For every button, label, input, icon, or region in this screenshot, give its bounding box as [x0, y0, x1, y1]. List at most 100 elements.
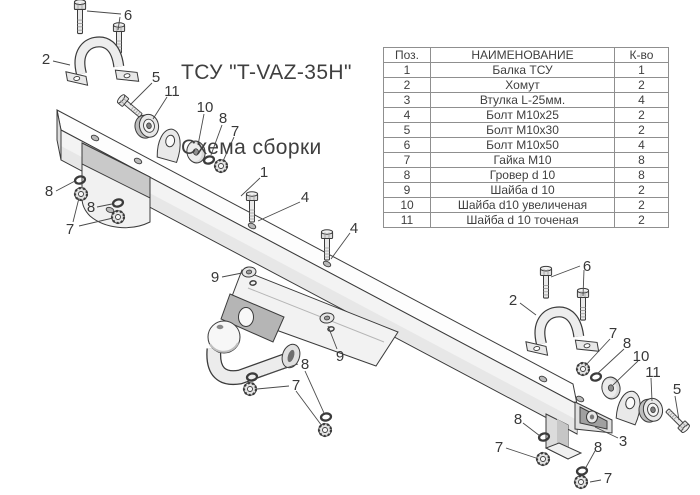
parts-table: Поз. НАИМЕНОВАНИЕ К-во 1 Балка ТСУ 1 2 Х…: [383, 47, 669, 228]
callout-label: 2: [42, 51, 50, 68]
machined-washer-part: [636, 396, 666, 425]
callout-label: 5: [673, 381, 681, 398]
clamp-part: [62, 36, 139, 93]
cell-name: Балка ТСУ: [430, 62, 615, 78]
callout-label: 8: [514, 411, 522, 428]
cell-pos: 8: [383, 167, 431, 183]
table-row: 9 Шайба d 10 2: [383, 182, 669, 198]
cell-qty: 4: [614, 137, 669, 153]
tow-ball-shading: [209, 342, 239, 353]
nut-part: [242, 381, 258, 397]
cell-name: Втулка L-25мм.: [430, 92, 615, 108]
tow-ball-cap: [216, 324, 224, 330]
callout-label: 7: [66, 221, 74, 238]
ball-bracket-hole: [238, 307, 254, 327]
ball-shank: [207, 348, 293, 384]
callout-label: 10: [197, 99, 214, 116]
callout-label: 6: [583, 258, 591, 275]
cell-qty: 2: [614, 122, 669, 138]
nut-part: [317, 422, 333, 438]
cell-pos: 4: [383, 107, 431, 123]
cell-name: Гайка М10: [430, 152, 615, 168]
right-end-group: [535, 401, 613, 490]
beam-lug-tab: [155, 126, 184, 164]
clamp-part: [522, 306, 599, 363]
drawing-title-line2: Схема сборки: [181, 136, 322, 159]
drawing-title-line1: ТСУ "T-VAZ-35H": [181, 61, 352, 84]
tow-ball: [207, 320, 241, 354]
shank-slot: [287, 349, 295, 363]
callout-label: 4: [350, 220, 358, 237]
callout-leaders: [52, 10, 680, 483]
table-row: 10 Шайба d10 увеличеная 2: [383, 197, 669, 213]
callout-label: 7: [231, 123, 239, 140]
cell-name: Болт М10х25: [430, 107, 615, 123]
cell-pos: 1: [383, 62, 431, 78]
callout-label: 1: [260, 164, 268, 181]
right-bracket-flange: [544, 442, 583, 460]
cell-name: Гровер d 10: [430, 167, 615, 183]
callout-label: 6: [124, 7, 132, 24]
callout-label: 8: [594, 439, 602, 456]
column-header-pos: Поз.: [383, 47, 431, 63]
cell-name: Шайба d10 увеличеная: [430, 197, 615, 213]
cell-qty: 8: [614, 167, 669, 183]
table-row: 2 Хомут 2: [383, 77, 669, 93]
bushing-bore: [589, 414, 595, 420]
cell-pos: 11: [383, 212, 431, 228]
right-clamp-group: [522, 265, 599, 363]
callout-label: 11: [645, 364, 661, 381]
callout-label: 11: [164, 83, 180, 100]
table-row: 7 Гайка М10 8: [383, 152, 669, 168]
drawing-title: ТСУ "T-VAZ-35H" Схема сборки: [181, 10, 352, 210]
callout-label: 8: [623, 335, 631, 352]
mount-plate-fold: [247, 287, 385, 343]
ball-mount-group: [206, 191, 399, 438]
callout-label: 8: [87, 199, 95, 216]
cell-qty: 2: [614, 212, 669, 228]
cell-name: Шайба d 10: [430, 182, 615, 198]
callout-label: 3: [619, 433, 627, 450]
beam-left-end-cap: [56, 109, 62, 161]
nut-part: [73, 186, 89, 202]
bolt-part: [73, 0, 87, 35]
cell-qty: 8: [614, 152, 669, 168]
callout-label: 8: [219, 110, 227, 127]
cell-qty: 2: [614, 77, 669, 93]
table-row: 3 Втулка L-25мм. 4: [383, 92, 669, 108]
callout-label: 10: [633, 348, 650, 365]
nut-part: [535, 451, 551, 467]
callout-label: 5: [152, 69, 160, 86]
bolt-part: [115, 93, 145, 120]
callout-label: 7: [609, 325, 617, 342]
main-beam: [56, 109, 586, 435]
table-row: 11 Шайба d 10 точеная 2: [383, 212, 669, 228]
callout-label: 7: [604, 470, 612, 487]
callout-label: 7: [292, 377, 300, 394]
parts-table-header-row: Поз. НАИМЕНОВАНИЕ К-во: [383, 47, 669, 63]
cell-name: Болт М10х50: [430, 137, 615, 153]
table-row: 5 Болт М10х30 2: [383, 122, 669, 138]
cell-pos: 7: [383, 152, 431, 168]
cell-pos: 5: [383, 122, 431, 138]
cell-pos: 3: [383, 92, 431, 108]
table-row: 6 Болт М10х50 4: [383, 137, 669, 153]
cell-pos: 10: [383, 197, 431, 213]
nut-part: [575, 361, 591, 377]
machined-washer-part: [132, 112, 162, 141]
column-header-name: НАИМЕНОВАНИЕ: [430, 47, 615, 63]
nut-part: [110, 209, 126, 225]
cell-qty: 2: [614, 107, 669, 123]
cell-qty: 2: [614, 197, 669, 213]
lock-washer-part: [589, 371, 603, 383]
cell-pos: 6: [383, 137, 431, 153]
bolt-part: [539, 265, 553, 299]
left-bracket-shaded-face: [81, 142, 151, 199]
beam-face-shading: [61, 146, 577, 433]
table-row: 4 Болт М10х25 2: [383, 107, 669, 123]
callout-label: 9: [211, 269, 219, 286]
cell-pos: 2: [383, 77, 431, 93]
cell-name: Шайба d 10 точеная: [430, 212, 615, 228]
